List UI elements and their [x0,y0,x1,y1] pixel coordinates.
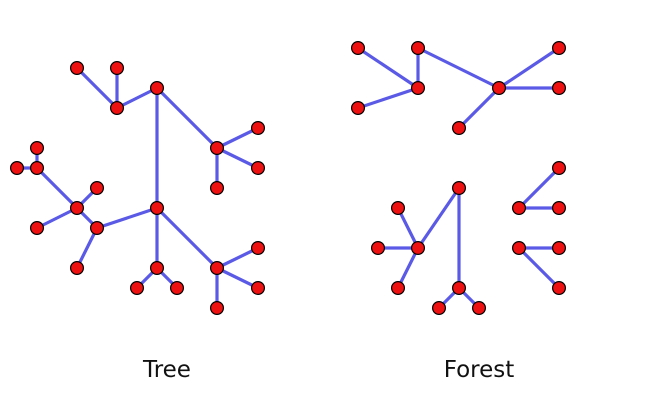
forest-edge-f12-f11 [396,246,420,290]
forest-edge-f2-f7 [416,46,501,90]
tree-edge-t15-t17 [95,206,159,230]
tree-node-t10 [10,161,25,176]
forest-edge-f9-f11 [396,206,420,250]
tree-node-t13 [30,161,45,176]
tree-caption: Tree [142,357,191,383]
tree-edge-t14-t12 [35,206,79,230]
tree-node-t4 [150,80,165,95]
tree-node-t23 [210,301,225,316]
tree-node-t19 [170,281,185,296]
tree-graph [10,60,266,316]
tree-node-t7 [251,161,266,176]
tree-edge-t20-t21 [215,246,260,270]
tree-node-t20 [210,261,225,276]
forest-node-f7 [492,80,507,95]
tree-node-t17 [89,221,104,236]
tree-node-t5 [210,141,225,156]
forest-edge-f8-f7 [457,86,501,130]
tree-edge-t3-t4 [115,86,159,110]
forest-node-f17 [472,301,487,316]
forest-edge-f1-f4 [356,46,420,90]
tree-edge-t20-t22 [215,266,260,290]
forest-caption: Forest [444,357,515,383]
tree-node-t14 [69,201,84,216]
forest-edge-f5-f7 [497,46,561,90]
forest-node-f6 [551,80,566,95]
tree-nodes [10,60,266,316]
tree-edge-t5-t7 [215,146,260,170]
forest-edge-f3-f4 [356,86,420,110]
tree-node-t6 [251,120,266,135]
forest-node-f11 [411,241,426,256]
forest-node-f23 [551,281,566,296]
tree-node-t8 [210,181,225,196]
forest-node-f21 [511,241,526,256]
tree-node-t9 [30,141,45,156]
forest-node-f18 [511,201,526,216]
forest-node-f3 [351,100,366,115]
tree-node-t15 [150,201,165,216]
forest-edge-f18-f20 [517,166,561,210]
forest-node-f9 [391,201,406,216]
forest-edges [356,46,561,310]
forest-node-f1 [351,40,366,55]
forest-node-f4 [411,80,426,95]
forest-node-f19 [551,201,566,216]
forest-node-f15 [432,301,447,316]
tree-node-t12 [30,221,45,236]
forest-node-f22 [551,241,566,256]
tree-node-t22 [251,281,266,296]
forest-nodes [351,40,566,316]
tree-node-t1 [69,60,84,75]
forest-node-f5 [551,40,566,55]
tree-edge-t15-t20 [155,206,219,270]
forest-edge-f13-f11 [416,186,461,250]
forest-node-f2 [411,40,426,55]
forest-node-f13 [452,181,467,196]
tree-node-t21 [251,241,266,256]
tree-node-t3 [109,100,124,115]
tree-node-t24 [69,261,84,276]
tree-node-t16 [150,261,165,276]
forest-node-f16 [452,281,467,296]
tree-edge-t5-t6 [215,126,260,150]
tree-edge-t1-t3 [75,66,119,110]
forest-edge-f21-f23 [517,246,561,290]
forest-graph [351,40,566,316]
tree-edge-t14-t13 [35,166,79,210]
forest-node-f10 [371,241,386,256]
tree-node-t11 [89,181,104,196]
tree-edge-t17-t24 [75,226,99,270]
forest-node-f8 [452,120,467,135]
tree-node-t2 [109,60,124,75]
tree-node-t18 [130,281,145,296]
tree-edge-t4-t5 [155,86,219,150]
forest-node-f20 [551,161,566,176]
forest-node-f12 [391,281,406,296]
